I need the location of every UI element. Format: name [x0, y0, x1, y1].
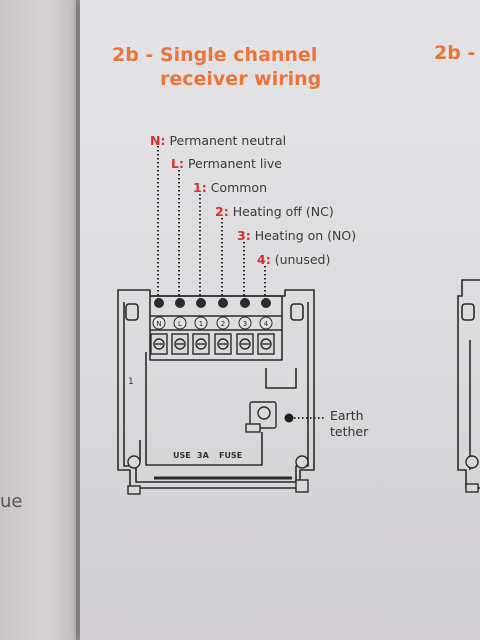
marking-2: 2 — [221, 320, 225, 328]
terminal-code: N — [150, 133, 161, 148]
next-page-title: 2b - — [434, 42, 476, 64]
marking-l: L — [178, 320, 182, 328]
terminal-code: 4 — [257, 252, 266, 267]
previous-page: ue — [0, 0, 78, 640]
terminal-description: Heating on (NO) — [254, 228, 357, 243]
board-side-number: 1 — [128, 377, 134, 387]
terminal-description: Permanent live — [187, 156, 282, 171]
terminal-description: (unused) — [274, 252, 331, 267]
earth-point — [284, 413, 294, 423]
marking-3: 3 — [243, 320, 247, 328]
fuse-label-use: USE — [173, 451, 191, 460]
terminal-code: 2 — [215, 204, 224, 219]
earth-tether-block — [245, 401, 277, 433]
section-title-line2: receiver wiring — [160, 68, 322, 90]
terminal-description: Heating off (NC) — [232, 204, 334, 219]
terminal-label-l: L: Permanent live — [171, 156, 282, 171]
terminal-label-4: 4: (unused) — [257, 252, 331, 267]
terminal-block — [149, 295, 283, 361]
earth-label-line1: Earth — [330, 408, 364, 423]
manual-page — [80, 0, 480, 640]
terminal-code: 1 — [193, 180, 202, 195]
marking-n: N — [156, 320, 161, 328]
fuse-label-rating: 3A — [197, 451, 210, 460]
terminal-description: Common — [210, 180, 267, 195]
previous-page-edge-text: ue — [0, 491, 23, 512]
terminal-label-2: 2: Heating off (NC) — [215, 204, 334, 219]
terminal-screws-top — [154, 298, 271, 308]
terminal-code: 3 — [237, 228, 246, 243]
earth-label-line2: tether — [330, 424, 369, 439]
terminal-label-n: N: Permanent neutral — [150, 133, 287, 148]
terminal-label-3: 3: Heating on (NO) — [237, 228, 357, 243]
earth-tether-label: Earth tether — [330, 408, 368, 440]
terminal-markings — [152, 316, 273, 330]
leader-lines — [157, 146, 326, 419]
marking-1: 1 — [199, 320, 203, 328]
fuse-label-fuse: FUSE — [219, 451, 242, 460]
terminal-code: L — [171, 156, 179, 171]
terminal-cages — [150, 333, 275, 355]
mounting-screws — [127, 455, 309, 495]
section-title-line1: 2b - Single channel — [112, 44, 318, 66]
marking-4: 4 — [264, 320, 269, 328]
terminal-label-1: 1: Common — [193, 180, 267, 195]
backplate-outline — [117, 289, 315, 489]
terminal-description: Permanent neutral — [169, 133, 287, 148]
